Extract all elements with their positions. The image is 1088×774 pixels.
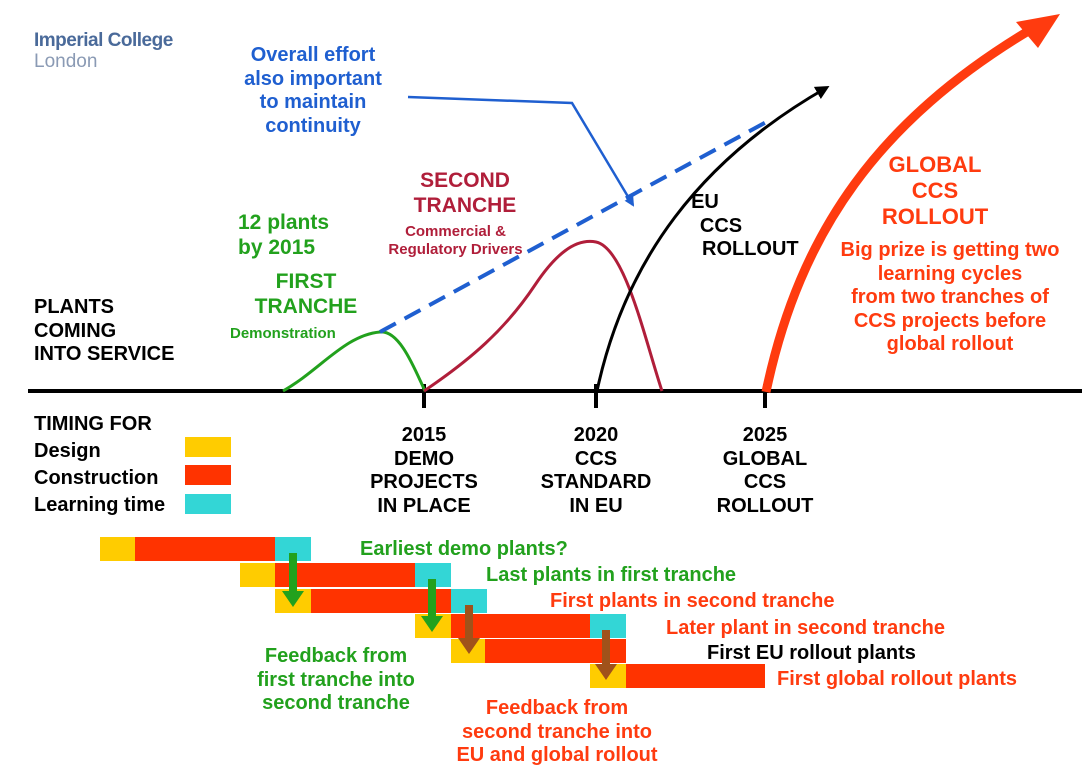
first-tranche-title-line: TRANCHE bbox=[254, 294, 358, 318]
legend-label-construction: Construction bbox=[34, 467, 159, 489]
milestone-year: 2025 bbox=[742, 424, 788, 446]
legend-label-design: Design bbox=[34, 440, 101, 462]
feedback-line: first tranche into bbox=[257, 668, 415, 691]
milestone-year: 2020 bbox=[573, 424, 619, 446]
milestone-line: PROJECTS bbox=[370, 471, 478, 494]
eu-rollout-label: EU CCS ROLLOUT bbox=[680, 191, 799, 262]
timeline-row-label: Earliest demo plants? bbox=[360, 538, 568, 560]
schedule-bar-construction bbox=[626, 664, 765, 688]
eu-rollout-curve bbox=[595, 86, 830, 392]
feedback-down-arrow bbox=[458, 605, 480, 654]
first-tranche-title: FIRST TRANCHE bbox=[236, 270, 376, 320]
overall-effort-line: continuity bbox=[265, 114, 361, 137]
milestone-2025: 2025 GLOBAL CCS ROLLOUT bbox=[705, 424, 825, 518]
milestone-2020: 2020 CCS STANDARD IN EU bbox=[536, 424, 656, 518]
logo-line-2: London bbox=[34, 51, 98, 72]
milestone-line: CCS bbox=[743, 471, 787, 494]
legend-label-learning: Learning time bbox=[34, 494, 166, 516]
second-tranche-title: SECOND TRANCHE bbox=[390, 169, 540, 219]
big-prize-line: global rollout bbox=[886, 333, 1014, 356]
feedback-line: EU and global rollout bbox=[456, 744, 658, 767]
schedule-bar-construction bbox=[311, 589, 451, 613]
global-rollout-label: GLOBAL CCS ROLLOUT bbox=[880, 152, 990, 230]
global-rollout-line: ROLLOUT bbox=[881, 203, 989, 229]
milestone-line: GLOBAL bbox=[722, 447, 808, 470]
legend-swatch-design bbox=[185, 437, 231, 457]
global-rollout-arrowhead bbox=[1016, 14, 1060, 48]
timeline-row-label: Later plant in second tranche bbox=[666, 617, 945, 639]
global-rollout-curve bbox=[761, 26, 1033, 393]
big-prize-line: learning cycles bbox=[877, 262, 1023, 285]
feedback-down-arrow bbox=[595, 630, 617, 680]
legend-swatch-learning bbox=[185, 494, 231, 514]
feedback-line: second tranche bbox=[262, 692, 410, 715]
first-tranche-curve bbox=[282, 330, 427, 393]
second-tranche-title-line: SECOND bbox=[420, 169, 510, 192]
overall-effort-line: to maintain bbox=[259, 91, 367, 114]
feedback-arrows bbox=[282, 553, 617, 680]
schedule-bar-construction bbox=[451, 614, 590, 638]
overall-effort-note: Overall effort also important to maintai… bbox=[228, 44, 398, 138]
milestone-line: STANDARD bbox=[540, 471, 652, 494]
first-tranche-subtitle: Demonstration bbox=[230, 325, 336, 342]
big-prize-line: Big prize is getting two bbox=[840, 239, 1060, 261]
eu-rollout-line: CCS bbox=[699, 214, 743, 237]
first-tranche-count: 12 plants by 2015 bbox=[238, 211, 329, 261]
overall-effort-line: Overall effort bbox=[250, 44, 376, 66]
feedback-first-tranche-note: Feedback from first tranche into second … bbox=[236, 645, 436, 716]
feedback-down-arrow bbox=[421, 579, 443, 632]
big-prize-note: Big prize is getting two learning cycles… bbox=[830, 239, 1070, 357]
legend-swatch-construction bbox=[185, 465, 231, 485]
first-tranche-title-line: FIRST bbox=[275, 270, 337, 293]
feedback-line: second tranche into bbox=[461, 720, 653, 743]
timeline-row-label: First plants in second tranche bbox=[550, 590, 835, 612]
milestone-line: IN PLACE bbox=[377, 494, 471, 517]
legend-title: TIMING FOR bbox=[34, 413, 152, 435]
big-prize-line: from two tranches of bbox=[851, 286, 1049, 309]
milestone-year: 2015 bbox=[401, 424, 447, 446]
overall-effort-pointer-arrow bbox=[407, 95, 635, 207]
feedback-second-tranche-note: Feedback from second tranche into EU and… bbox=[432, 697, 682, 768]
plants-service-line: PLANTS bbox=[34, 296, 114, 318]
second-tranche-title-line: TRANCHE bbox=[413, 193, 517, 217]
big-prize-line: CCS projects before bbox=[853, 309, 1047, 332]
feedback-line: Feedback from bbox=[485, 697, 629, 719]
milestone-line: IN EU bbox=[569, 494, 623, 517]
second-tranche-subtitle: Commercial & Regulatory Drivers bbox=[368, 223, 543, 258]
global-rollout-line: GLOBAL bbox=[888, 152, 982, 177]
overall-effort-line: also important bbox=[244, 67, 382, 90]
second-tranche-subtitle-line: Regulatory Drivers bbox=[388, 240, 523, 258]
milestone-2015: 2015 DEMO PROJECTS IN PLACE bbox=[364, 424, 484, 518]
schedule-bar-construction bbox=[275, 563, 415, 587]
eu-rollout-line: EU bbox=[691, 191, 719, 213]
global-rollout-line: CCS bbox=[911, 177, 959, 203]
first-tranche-count-line: by 2015 bbox=[238, 235, 316, 259]
milestone-line: ROLLOUT bbox=[716, 494, 814, 517]
second-tranche-curve bbox=[423, 239, 664, 393]
milestone-line: CCS bbox=[574, 447, 618, 470]
overall-effort-dashed-line bbox=[379, 118, 771, 334]
schedule-bar-design bbox=[100, 537, 135, 561]
schedule-bar-design bbox=[240, 563, 275, 587]
timeline-row-label: Last plants in first tranche bbox=[486, 564, 737, 586]
plants-service-line: INTO SERVICE bbox=[34, 343, 175, 366]
first-tranche-count-line: 12 plants bbox=[238, 211, 330, 234]
eu-rollout-line: ROLLOUT bbox=[702, 238, 799, 261]
timeline-row-label: First global rollout plants bbox=[777, 668, 1017, 690]
plants-coming-into-service-label: PLANTS COMING INTO SERVICE bbox=[34, 296, 174, 367]
second-tranche-subtitle-line: Commercial & bbox=[405, 223, 506, 240]
schedule-bar-construction bbox=[135, 537, 275, 561]
feedback-line: Feedback from bbox=[264, 645, 408, 667]
logo-line-1: Imperial College bbox=[34, 30, 173, 51]
timeline-row-label: First EU rollout plants bbox=[707, 642, 916, 664]
feedback-down-arrow bbox=[282, 553, 304, 607]
milestone-line: DEMO bbox=[394, 447, 454, 470]
plants-service-line: COMING bbox=[34, 319, 117, 342]
